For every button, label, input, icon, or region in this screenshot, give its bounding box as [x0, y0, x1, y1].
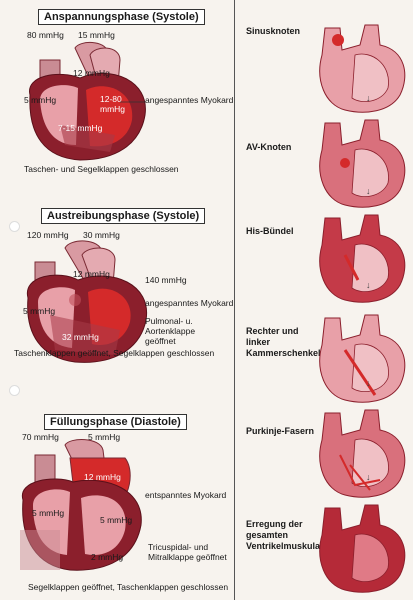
arrow-down-icon: ↓	[366, 378, 371, 388]
punch-hole	[9, 385, 20, 396]
column-divider	[234, 0, 235, 600]
phase-title-austreibung: Austreibungsphase (Systole)	[41, 208, 206, 224]
heart-diagram-anspannung	[29, 42, 146, 161]
pressure-left-atrium: 12 mmHg	[84, 472, 121, 482]
annotation-myokard: entspanntes Myokard	[145, 490, 227, 500]
pressure-right-atrium: 5 mmHg	[24, 95, 57, 105]
pressure-pulmonary: 30 mmHg	[83, 230, 120, 240]
punch-hole	[9, 221, 20, 232]
heart-diagram-fuellung	[20, 439, 142, 571]
arrow-down-icon: ↓	[366, 93, 371, 103]
pressure-right-ventricle: 2 mmHg	[91, 552, 124, 562]
pressure-pulmonary: 15 mmHg	[78, 30, 115, 40]
pressure-right-atrium: 5 mmHg	[23, 306, 56, 316]
pressure-aorta: 80 mmHg	[27, 30, 64, 40]
arrow-down-icon: ↓	[366, 472, 371, 482]
caption-fuellung: Segelklappen geöffnet, Taschenklappen ge…	[28, 582, 229, 592]
annotation-klappen: Pulmonal- u. Aortenklappe geöffnet	[145, 316, 196, 346]
arrow-down-icon: ↓	[366, 280, 371, 290]
conduction-av-knoten: AV-Knoten	[246, 142, 292, 152]
conduction-his-buendel: His-Bündel	[246, 226, 294, 236]
pressure-left-atrium: 12 mmHg	[73, 68, 110, 78]
pressure-aorta: 120 mmHg	[27, 230, 69, 240]
pressure-left-ventricle: 12-80 mmHg	[100, 94, 126, 114]
annotation-klappen: Tricuspidal- und Mitralklappe geöffnet	[148, 542, 227, 562]
pressure-left-atrium: 12 mmHg	[73, 269, 110, 279]
annotation-myokard: angespanntes Myokard	[145, 298, 234, 308]
pressure-pulmonary: 5 mmHg	[88, 432, 121, 442]
pressure-left-ventricle: 5 mmHg	[100, 515, 133, 525]
pressure-aorta: 70 mmHg	[22, 432, 59, 442]
conduction-sinusknoten: Sinusknoten	[246, 26, 301, 36]
caption-anspannung: Taschen- und Segelklappen geschlossen	[24, 164, 179, 174]
pointer-line	[120, 101, 145, 103]
arrow-down-icon: ↓	[366, 186, 371, 196]
caption-austreibung: Taschenklappen geöffnet, Segelklappen ge…	[14, 348, 215, 358]
pressure-left-ventricle: 140 mmHg	[145, 275, 187, 285]
pressure-right-ventricle: 7-15 mmHg	[58, 123, 103, 133]
heart-diagram-austreibung	[26, 240, 148, 363]
annotation-myokard: angespanntes Myokard	[145, 95, 234, 105]
conduction-erregung: Erregung der gesamten Ventrikelmuskulatu…	[246, 519, 333, 551]
pressure-right-ventricle: 32 mmHg	[62, 332, 99, 342]
conduction-heart-stack	[319, 24, 406, 593]
phase-title-anspannung: Anspannungsphase (Systole)	[38, 9, 205, 25]
phase-title-fuellung: Füllungsphase (Diastole)	[44, 414, 187, 430]
pressure-right-atrium: 5 mmHg	[32, 508, 65, 518]
conduction-kammerschenkel: Rechter und linker Kammerschenkel	[246, 326, 321, 358]
conduction-purkinje: Purkinje-Fasern	[246, 426, 315, 436]
